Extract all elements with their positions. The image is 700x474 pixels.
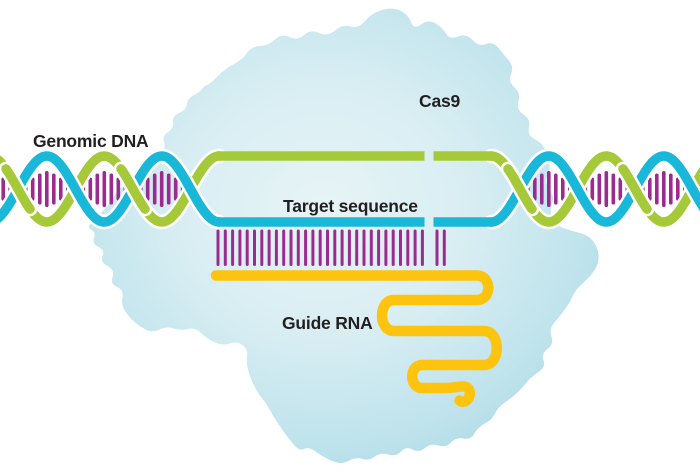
pairing-bar [355,229,359,266]
pairing-bar [377,229,381,266]
pairing-bar [362,229,366,266]
pairing-bar [253,229,256,266]
pairing-bar [289,229,293,266]
base-pair-bar [59,177,63,201]
base-pair-bar [1,177,5,201]
cyan-strand-right [486,151,700,227]
base-pair-bar [95,173,100,205]
base-pair-bar [102,171,107,207]
base-pair-bar [662,171,666,207]
base-pair-bar [604,171,609,207]
pairing-bar [340,229,344,266]
base-pair-bar [676,177,680,201]
base-pair-bar [540,173,544,205]
target-sequence-label: Target sequence [283,196,418,216]
green-strand-over [116,164,150,214]
pairing-bar [399,229,402,266]
guide-rna-strand [210,270,502,407]
dna-strands [0,148,700,230]
pairing-bar [318,229,322,266]
base-pair-bar [547,171,551,207]
pairing-bar [369,229,373,266]
pairing-bar [216,229,220,266]
base-pair-bar [30,177,35,201]
guide-rna-label: Guide RNA [282,313,373,333]
cas9-label: Cas9 [419,91,461,111]
pairing-bar [238,229,242,266]
base-pair-bar [52,173,56,205]
pairing-bar [442,229,446,266]
base-pair-bar [611,173,616,205]
pairing-bar [304,229,308,266]
pairing-bar [333,229,337,266]
base-pair-bar [618,177,623,201]
pairing-bar [296,229,300,266]
base-pair-bar [533,177,537,201]
base-pair-bar [173,177,178,201]
cas9-protein-blob [89,8,599,463]
guide-rna-base-pairing-bars [216,229,446,266]
pairing-bar [260,229,264,266]
pairing-bar [223,229,227,266]
pairing-bar [420,229,424,266]
genomic-dna-label: Genomic DNA [33,131,149,151]
pairing-bar [231,229,235,266]
pairing-bar [311,229,315,266]
pairing-bar [384,229,388,266]
green-strand-over [618,164,652,214]
base-pair-bar [590,177,595,201]
base-pair-bar [88,177,93,201]
pairing-bar [435,229,439,266]
pairing-bar [391,229,395,266]
pairing-bar [274,229,278,266]
base-pair-bar [45,171,49,207]
base-pair-bar [38,173,42,205]
base-pair-bar [554,173,558,205]
base-pair-bar [648,177,652,201]
base-pair-bar [116,177,121,201]
pairing-bar [326,229,329,266]
base-pair-bar [597,173,602,205]
green-strand-over [503,164,537,214]
pairing-bar [347,229,351,266]
base-pair-bar [152,173,157,205]
base-pair-bar [109,173,114,205]
base-pair-bar [669,173,673,205]
green-strand-over [1,164,35,214]
pairing-bar [267,229,271,266]
base-pair-bar [166,173,171,205]
pairing-bar [413,229,417,266]
base-pair-bar [655,173,659,205]
base-pair-bar [145,177,150,201]
pairing-bar [282,229,286,266]
base-pair-bar [159,171,164,207]
base-pair-bar [561,177,565,201]
pairing-bar [406,229,410,266]
pairing-bar [245,229,249,266]
cyan-strand-left [0,151,224,227]
